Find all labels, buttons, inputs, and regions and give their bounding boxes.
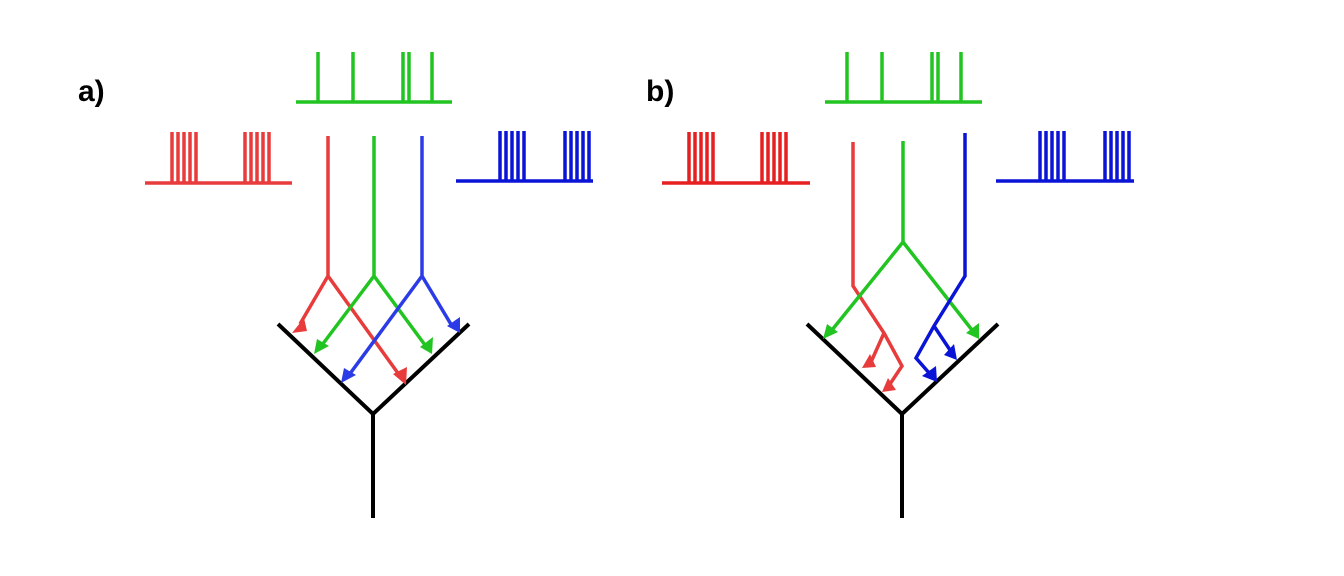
panel-a-label: a) [78, 75, 105, 108]
synapse-blue-b2 [944, 344, 957, 360]
spike-train-green-a [296, 52, 452, 104]
synapse-red-a2 [393, 367, 407, 385]
synapse-green-b2 [966, 323, 979, 339]
neuron-dendrite-b [805, 322, 1000, 518]
neuron-dendrite-a [276, 322, 471, 518]
synapse-red-b1 [862, 354, 876, 368]
synapse-red-a1 [292, 318, 307, 333]
synapse-blue-a1 [341, 368, 356, 383]
axon-blue-a [341, 136, 460, 383]
axon-green-a [314, 136, 433, 354]
axon-blue-b [913, 133, 967, 382]
axon-green-b [823, 141, 979, 339]
synapse-red-b2 [882, 378, 896, 392]
panel-a: a) [78, 52, 593, 518]
spike-train-blue-b [996, 131, 1134, 183]
synapse-blue-a2 [447, 317, 460, 333]
synapse-green-a1 [314, 339, 329, 354]
synapse-blue-b1 [922, 366, 937, 382]
spike-train-blue-a [456, 131, 593, 183]
spike-train-red-b [662, 132, 810, 185]
panel-b: b) [646, 52, 1134, 518]
axon-red-b [851, 142, 905, 392]
spike-train-red-a [145, 132, 292, 185]
axon-red-a [292, 136, 407, 385]
synapse-green-b1 [823, 324, 838, 339]
synapse-green-a2 [420, 337, 433, 354]
spike-train-green-b [825, 52, 982, 104]
panel-b-label: b) [646, 75, 674, 108]
